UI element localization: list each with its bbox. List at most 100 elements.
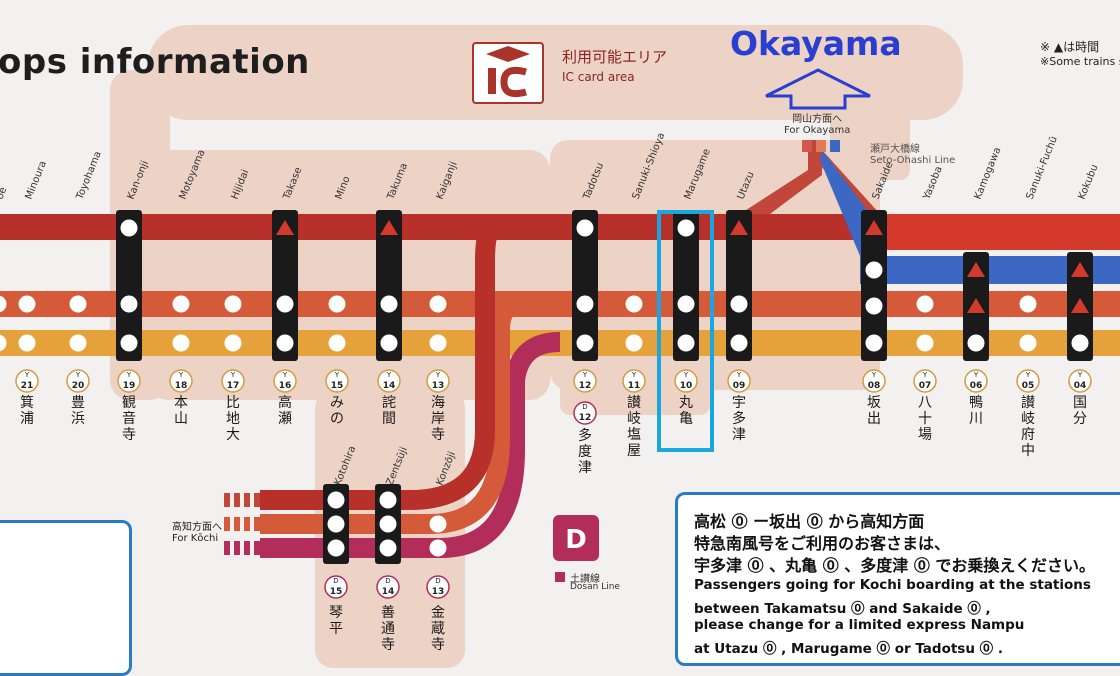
stop-dot — [730, 334, 748, 352]
station-number-prefix: Y — [386, 371, 392, 379]
station-number-prefix: Y — [334, 371, 340, 379]
station-name-jp: 讃 — [1021, 395, 1035, 411]
station-number: 06 — [970, 381, 983, 391]
stop-dot — [379, 539, 397, 557]
station-number: 16 — [279, 381, 292, 391]
stop-dot — [429, 515, 447, 533]
station-number: 14 — [383, 381, 396, 391]
station-number-badge — [15, 369, 39, 393]
stop-triangle-icon — [967, 262, 985, 277]
station-number-badge — [573, 369, 597, 393]
station-number-badge — [169, 369, 193, 393]
station-name-jp: 善 — [381, 605, 395, 621]
dosan-line-label-jp: 土讃線 — [570, 574, 600, 585]
station-name-jp: 比 — [226, 395, 240, 411]
stop-dot — [380, 295, 398, 313]
station-number-badge — [66, 369, 90, 393]
station-name-en: Toyohama — [74, 150, 104, 202]
stop-dot — [429, 295, 447, 313]
stop-dot — [172, 334, 190, 352]
station-number-prefix: Y — [1077, 371, 1083, 379]
station-name-jp: 八 — [918, 395, 932, 411]
notes-jp: ※ ▲は時間 — [1040, 40, 1100, 54]
station-name-jp: 大 — [226, 427, 240, 443]
ic-card-area-label-en: IC card area — [562, 70, 635, 84]
toward-okayama-label: 岡山方面へ For Okayama — [784, 110, 850, 136]
station-name-jp: 詫 — [382, 395, 396, 411]
station-name-jp: 多 — [578, 427, 592, 444]
stop-triangle-icon — [967, 298, 985, 313]
seto-ohashi-jp: 瀬戸大橋線 — [870, 144, 920, 155]
station-number: 20 — [72, 381, 85, 391]
station-number-prefix: Y — [178, 371, 184, 379]
station-name-jp: 箕 — [20, 394, 34, 411]
station-name-jp: 山 — [174, 411, 188, 427]
info-jp-line1: 高松 ⓪ ー坂出 ⓪ から高知方面 — [694, 512, 925, 531]
station-number: 13 — [432, 381, 445, 391]
station-number-prefix: Y — [631, 371, 637, 379]
station-number-prefix: Y — [736, 371, 742, 379]
stop-dot — [120, 295, 138, 313]
station-name-jp: 中 — [1021, 443, 1035, 459]
dosan-number: 12 — [579, 413, 592, 423]
station-name-jp: 蔵 — [431, 621, 445, 637]
stop-dot — [677, 295, 695, 313]
station-number-badge — [964, 369, 988, 393]
station-number-badge — [325, 369, 349, 393]
toward-kochi-label: 高知方面へ For Kōchi — [172, 518, 222, 544]
station-name-jp: 浜 — [71, 411, 85, 427]
stop-dot — [625, 334, 643, 352]
station-number-prefix: Y — [973, 371, 979, 379]
station-number-badge — [426, 369, 450, 393]
station-number: 11 — [628, 381, 641, 391]
station-number-prefix: Y — [1025, 371, 1031, 379]
ic-card-logo — [472, 42, 544, 104]
station-name-en: oe — [0, 186, 9, 202]
station-name-jp: 津 — [732, 427, 746, 443]
station-name-jp: 鴨 — [969, 395, 983, 411]
toward-kochi-en: For Kōchi — [172, 533, 219, 544]
stop-bar — [116, 210, 142, 361]
stop-dot — [429, 539, 447, 557]
dosan-number-badge — [376, 575, 400, 599]
stop-dot — [276, 334, 294, 352]
dosan-number-prefix: D — [582, 403, 587, 411]
stop-dot — [865, 334, 883, 352]
station-name-jp: 寺 — [431, 637, 445, 653]
station-number-prefix: Y — [75, 371, 81, 379]
station-name-jp: 讃 — [627, 395, 641, 411]
notes: ※ ▲は時間 ※Some trains s — [1040, 38, 1120, 68]
seto-ohashi-en: Seto-Ohashi Line — [870, 155, 956, 166]
station-name-jp: 平 — [329, 621, 343, 637]
station-number: 18 — [175, 381, 188, 391]
station-name-jp: 塩 — [627, 427, 641, 443]
station-number: 10 — [680, 381, 693, 391]
seto-ohashi-label: 瀬戸大橋線 Seto-Ohashi Line — [870, 140, 955, 166]
station-number: 19 — [123, 381, 136, 391]
stop-dot — [1019, 334, 1037, 352]
station-name-jp: 度 — [578, 444, 592, 460]
station-number-badge — [862, 369, 886, 393]
station-name-jp: 浦 — [20, 411, 34, 427]
station-name-jp: 国 — [1073, 395, 1087, 411]
dosan-number-badge — [324, 575, 348, 599]
stop-bar — [673, 210, 699, 361]
station-name-en: Kokubu — [1077, 163, 1101, 201]
station-number: 07 — [919, 381, 932, 391]
qr-frame — [0, 520, 132, 676]
station-name-jp: 十 — [918, 411, 932, 427]
stop-dot — [576, 295, 594, 313]
station-number: 21 — [21, 381, 34, 391]
station-name-jp: 屋 — [627, 443, 641, 459]
stop-dot — [429, 334, 447, 352]
station-number: 05 — [1022, 381, 1035, 391]
stop-dot — [224, 334, 242, 352]
station-name-jp: 寺 — [431, 427, 445, 443]
stop-dot — [380, 334, 398, 352]
station-name-jp: 出 — [867, 411, 881, 427]
stop-bar — [376, 210, 402, 361]
stop-dot — [1071, 334, 1089, 352]
dosan-number: 14 — [382, 587, 395, 597]
stop-dot — [0, 295, 7, 313]
info-en-line4: at Utazu ⓪ , Marugame ⓪ or Tadotsu ⓪ . — [694, 641, 1003, 657]
